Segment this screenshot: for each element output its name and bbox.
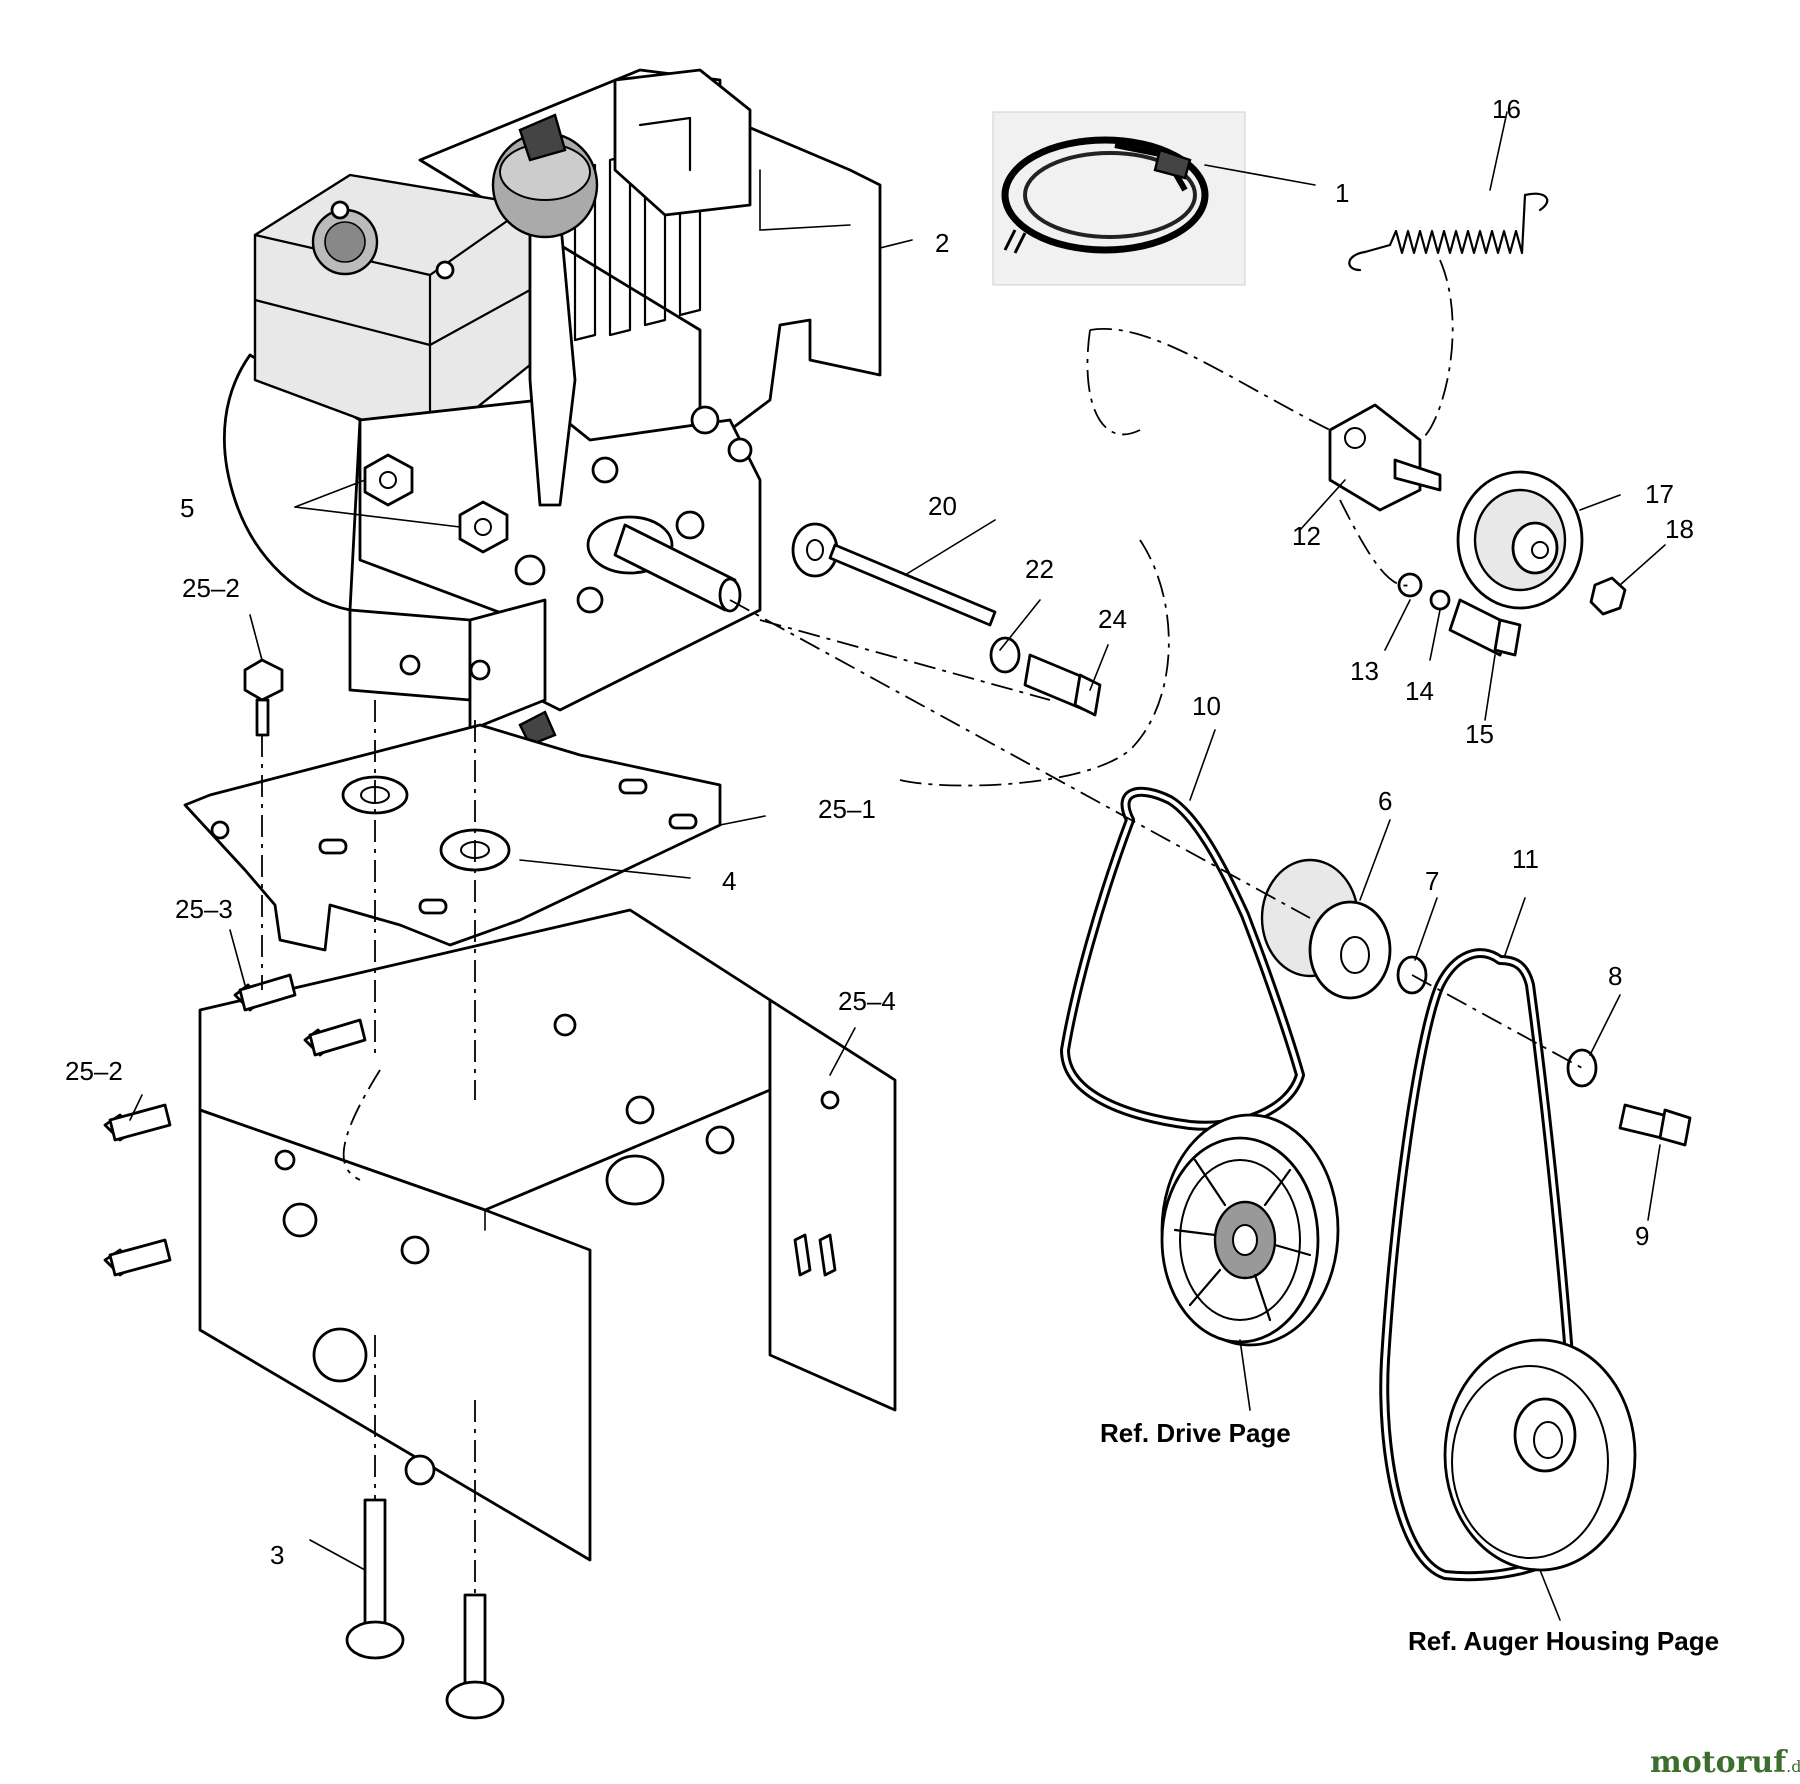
callout-2: 2 — [935, 228, 949, 258]
callout-15: 15 — [1465, 719, 1494, 749]
callout-22: 22 — [1025, 554, 1054, 584]
callout-labels: 1 2 3 4 5 6 7 8 9 10 11 12 13 14 15 16 1… — [65, 94, 1694, 1570]
callout-10: 10 — [1192, 691, 1221, 721]
spring — [1348, 192, 1549, 272]
callout-20: 20 — [928, 491, 957, 521]
callout-11: 11 — [1512, 844, 1539, 874]
callout-5: 5 — [180, 493, 194, 523]
callout-25-2-top: 25–2 — [182, 573, 240, 603]
auger-belt-assembly — [1379, 948, 1637, 1582]
callout-8: 8 — [1608, 961, 1622, 991]
bolts — [103, 658, 505, 1720]
engine — [222, 68, 882, 747]
mount-plate — [183, 723, 722, 952]
frame — [198, 908, 897, 1562]
callout-4: 4 — [722, 866, 736, 896]
callout-14: 14 — [1405, 676, 1434, 706]
callout-9: 9 — [1635, 1221, 1649, 1251]
callout-13: 13 — [1350, 656, 1379, 686]
callout-16: 16 — [1492, 94, 1521, 124]
watermark-name: motoruf — [1650, 1745, 1788, 1780]
leader-lines — [129, 111, 1666, 1621]
callout-6: 6 — [1378, 786, 1392, 816]
callout-12: 12 — [1292, 521, 1321, 551]
idler-assembly — [1328, 403, 1627, 657]
watermark-suffix: .de — [1786, 1757, 1800, 1776]
ref-drive-page: Ref. Drive Page — [1100, 1418, 1291, 1448]
drive-belt-assembly — [1060, 786, 1340, 1347]
shaft-hardware — [791, 522, 1102, 717]
callout-3: 3 — [270, 1540, 284, 1570]
callout-25-4: 25–4 — [838, 986, 896, 1016]
callout-7: 7 — [1425, 866, 1439, 896]
callout-1: 1 — [1335, 178, 1349, 208]
callout-24: 24 — [1098, 604, 1127, 634]
callout-25-1: 25–1 — [818, 794, 876, 824]
callout-18: 18 — [1665, 514, 1694, 544]
watermark-logo: motoruf.de — [1650, 1745, 1800, 1780]
cable-box — [992, 111, 1246, 286]
callout-25-2-left: 25–2 — [65, 1056, 123, 1086]
callout-25-3: 25–3 — [175, 894, 233, 924]
engine-pulley — [1260, 858, 1692, 1147]
assembly-lines — [261, 259, 1583, 1595]
callout-17: 17 — [1645, 479, 1674, 509]
ref-auger-housing-page: Ref. Auger Housing Page — [1408, 1626, 1719, 1656]
